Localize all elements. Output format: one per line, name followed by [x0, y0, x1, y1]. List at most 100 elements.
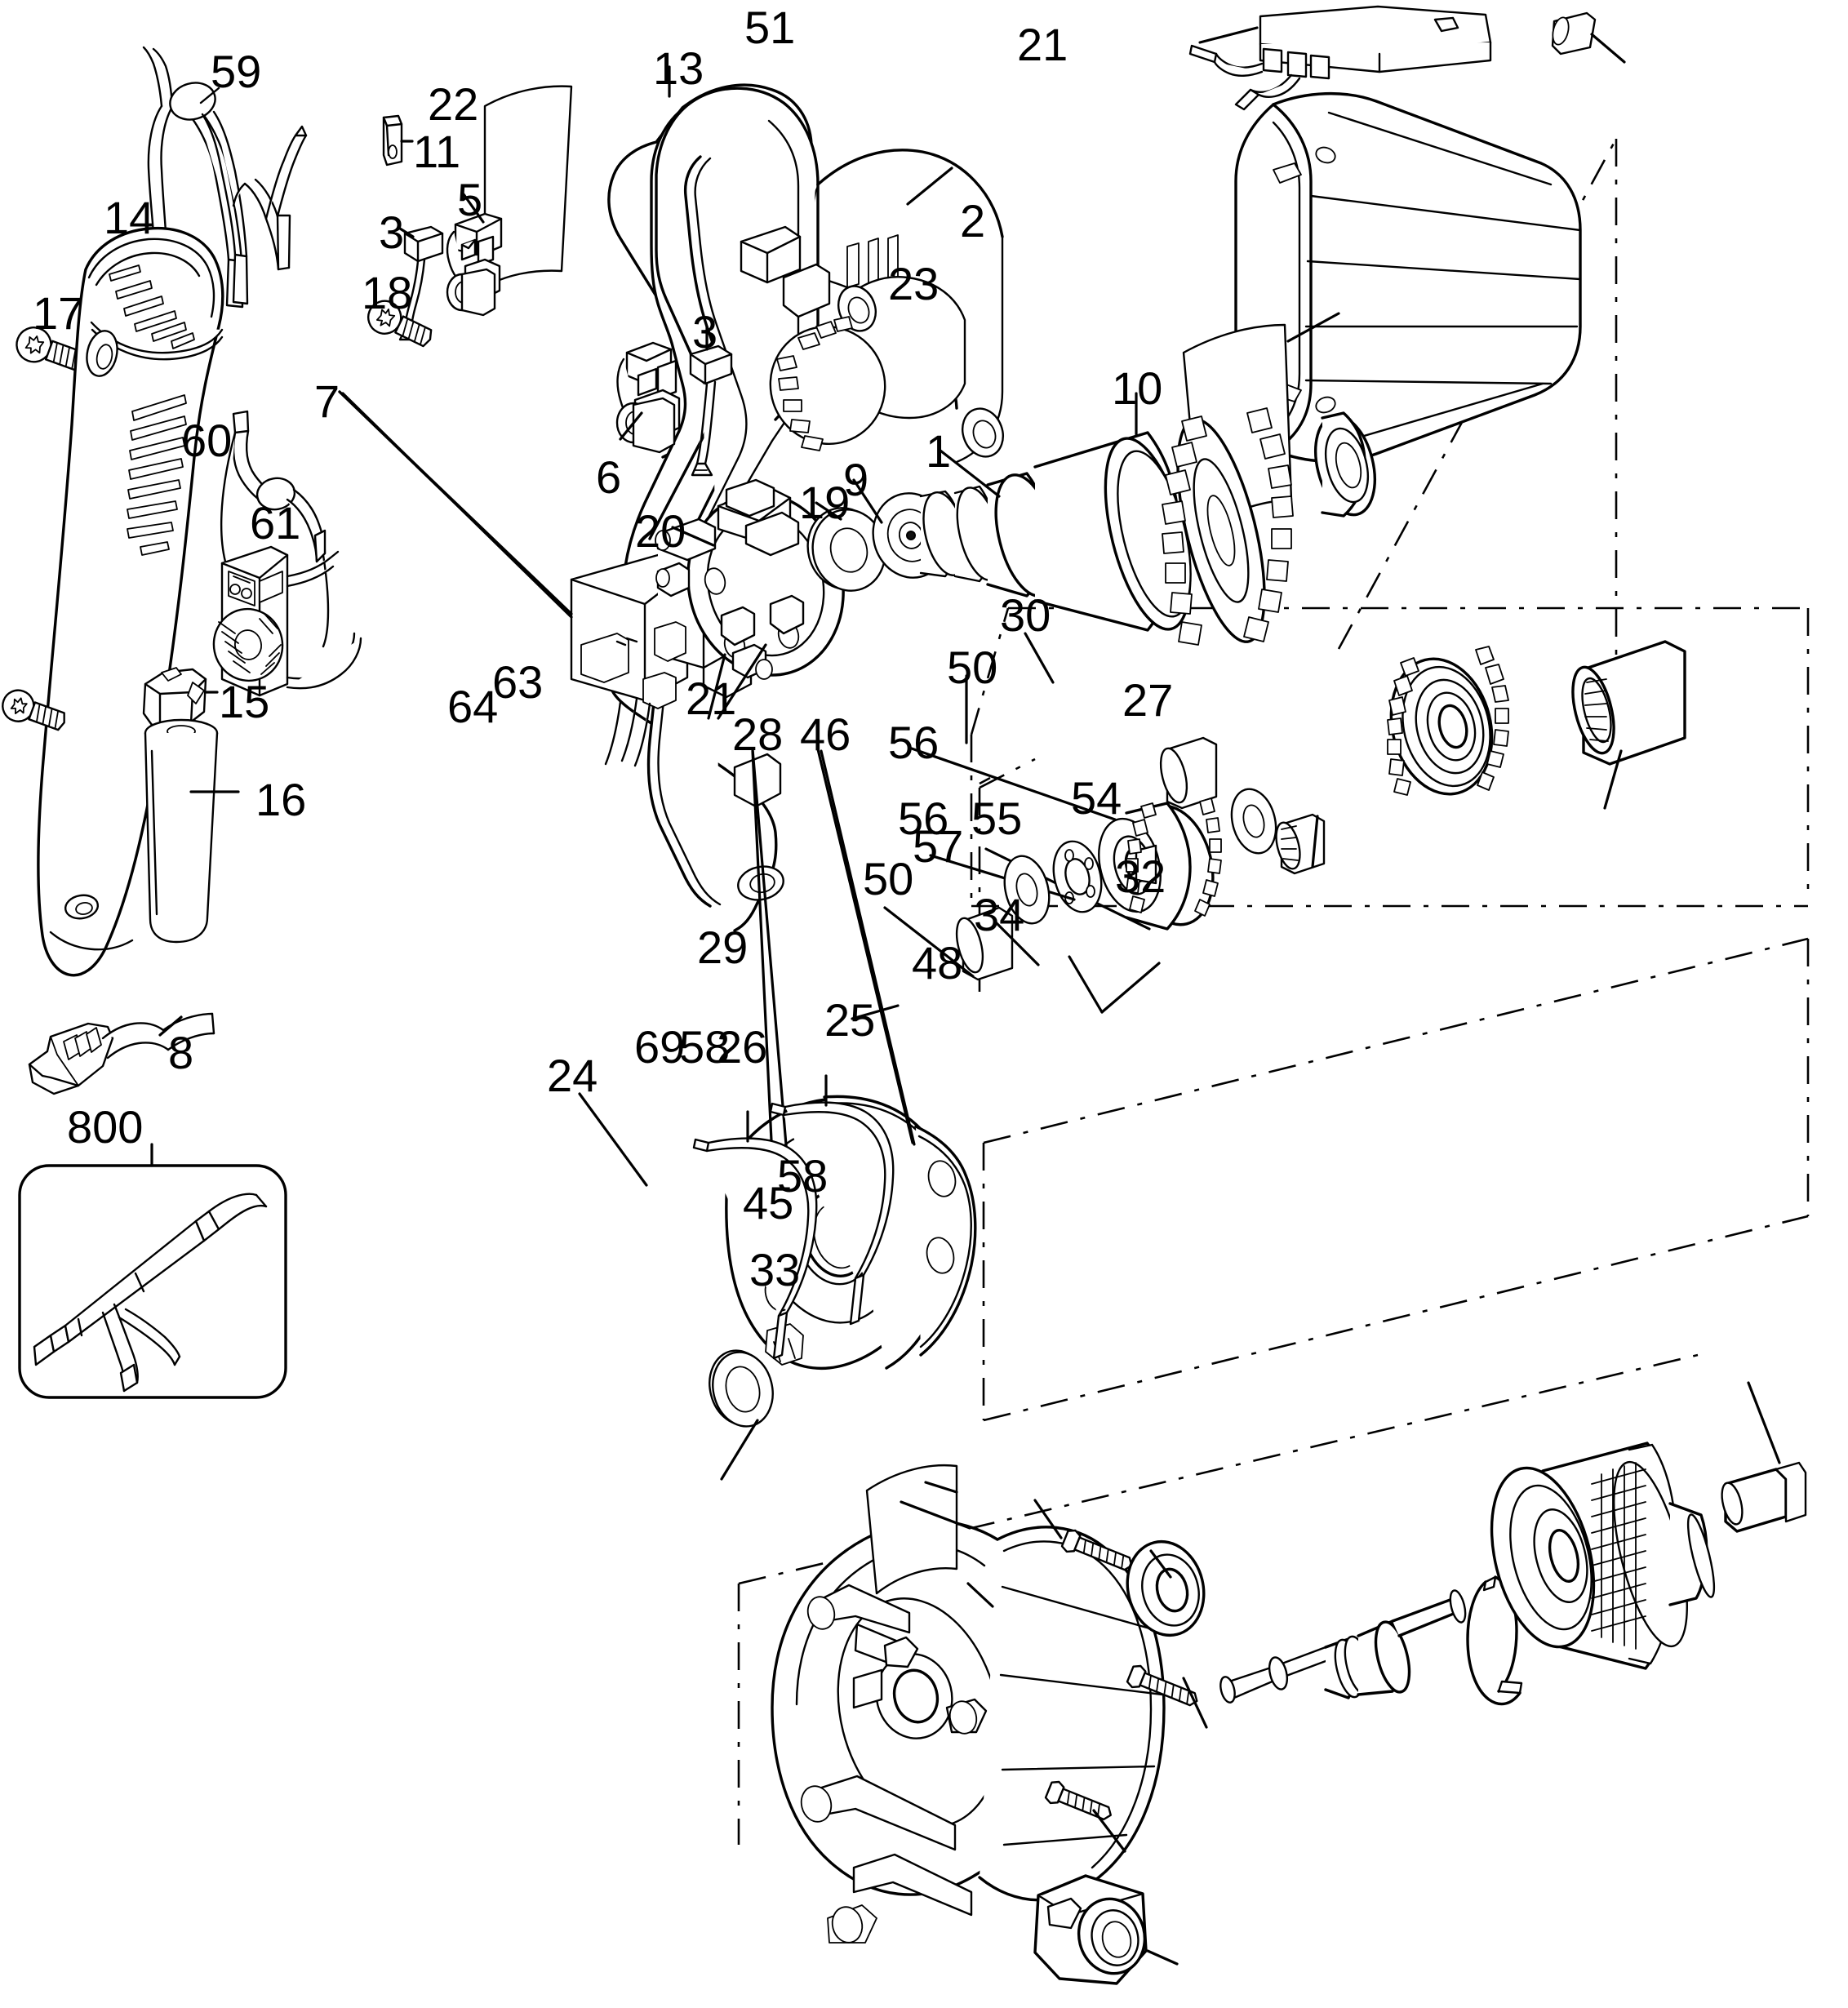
part-26-bearing-spindle [1126, 1539, 1206, 1637]
callout-9[interactable]: 9 [843, 454, 869, 505]
callout-3-right[interactable]: 3 [692, 306, 718, 358]
callout-22[interactable]: 22 [428, 78, 479, 130]
part-55-pinion-gear [984, 797, 1222, 931]
callout-19[interactable]: 19 [799, 477, 851, 528]
callout-18[interactable]: 18 [362, 267, 413, 318]
inset-box-800 [18, 1143, 287, 1399]
callout-3-left[interactable]: 3 [379, 207, 405, 258]
part-24-front-gear-case [578, 1092, 1166, 1944]
callout-63[interactable]: 63 [492, 656, 544, 708]
dashed-group-frontcase [737, 1353, 1699, 1845]
callout-34[interactable]: 34 [974, 889, 1025, 940]
callout-7[interactable]: 7 [314, 375, 340, 427]
part-6-brush-holder-right [615, 341, 681, 454]
part-58-screw-a [1033, 1499, 1133, 1571]
part-45-screw [1044, 1780, 1126, 1853]
callout-26[interactable]: 26 [717, 1021, 768, 1073]
part-51-brush-card [1188, 5, 1492, 111]
part-30-intermediate-gear [1024, 632, 1509, 796]
callout-56-a[interactable]: 56 [888, 717, 940, 768]
callout-69[interactable]: 69 [634, 1021, 686, 1073]
part-10-ball-bearing [1135, 392, 1376, 518]
part-33-depth-stop-clamp [1033, 1874, 1179, 1985]
callout-28[interactable]: 28 [732, 709, 784, 760]
part-11-terminal-pin [382, 114, 414, 167]
callout-45[interactable]: 45 [743, 1177, 794, 1228]
callout-5[interactable]: 5 [457, 174, 483, 225]
part-21-pin-top [1551, 11, 1626, 64]
callout-61[interactable]: 61 [250, 497, 301, 549]
callout-24[interactable]: 24 [547, 1050, 598, 1101]
callout-50-a[interactable]: 50 [947, 642, 998, 693]
leader-46 [816, 748, 914, 1144]
callout-30[interactable]: 30 [1000, 589, 1051, 641]
part-17-screw-lower [2, 689, 65, 731]
part-3-carbon-brush-right [689, 325, 733, 477]
callout-6[interactable]: 6 [596, 451, 622, 503]
callout-25[interactable]: 25 [824, 994, 876, 1046]
part-16-handle-bar [144, 718, 240, 944]
part-56-washer-a [908, 746, 1277, 855]
part-69-label [865, 1464, 958, 1595]
part-25-output-spindle [900, 1500, 1467, 1704]
callout-27[interactable]: 27 [1122, 674, 1174, 726]
leader-7 [341, 392, 573, 619]
callout-50-b[interactable]: 50 [863, 853, 914, 904]
part-34-keyless-chuck [994, 921, 1716, 1670]
callout-21-ring[interactable]: 21 [686, 673, 737, 724]
callout-46[interactable]: 46 [800, 709, 851, 760]
callout-10[interactable]: 10 [1112, 362, 1163, 414]
callout-64[interactable]: 64 [447, 681, 499, 732]
part-61-emi-filter [212, 545, 362, 697]
callout-13[interactable]: 13 [653, 42, 704, 94]
callout-51[interactable]: 51 [744, 2, 796, 53]
part-32-chuck-screw [1721, 1381, 1807, 1533]
callout-58-a[interactable]: 58 [679, 1021, 731, 1073]
callout-55[interactable]: 55 [971, 793, 1023, 844]
callout-29[interactable]: 29 [697, 922, 749, 973]
part-15-clamp [142, 667, 219, 726]
callout-54[interactable]: 54 [1071, 772, 1122, 824]
callout-11[interactable]: 11 [413, 126, 461, 177]
callout-59[interactable]: 59 [211, 46, 262, 97]
leader-9 [852, 478, 883, 524]
callout-15[interactable]: 15 [219, 676, 270, 727]
callout-58-b[interactable]: 58 [777, 1150, 828, 1202]
callout-21-top[interactable]: 21 [1017, 19, 1068, 70]
part-1-armature [872, 407, 1294, 646]
callout-20[interactable]: 20 [635, 505, 686, 557]
part-56-washer-b [1003, 855, 1051, 925]
callout-32[interactable]: 32 [1115, 851, 1166, 902]
part-8-power-cord [28, 1012, 215, 1095]
part-63-wire-lead [769, 1074, 895, 1326]
callout-48[interactable]: 48 [912, 937, 963, 988]
callout-56-b[interactable]: 56 [898, 793, 949, 844]
part-5-brush-holder [446, 193, 503, 317]
part-57-spider-washer [929, 840, 1103, 913]
callout-2[interactable]: 2 [960, 195, 986, 247]
callout-800[interactable]: 800 [67, 1101, 144, 1153]
callout-1[interactable]: 1 [926, 425, 952, 477]
callout-33[interactable]: 33 [749, 1244, 801, 1295]
part-54-needle-bearing-small [1275, 813, 1326, 875]
callout-23[interactable]: 23 [888, 258, 940, 309]
part-27-spindle-sleeve [1571, 640, 1686, 810]
spacer [851, 1004, 900, 1020]
part-50-needle-bearing-a [965, 674, 1218, 810]
part-18-screw [367, 300, 433, 348]
callout-16[interactable]: 16 [255, 774, 307, 825]
part-22-label-left [483, 85, 573, 289]
callout-60[interactable]: 60 [181, 415, 233, 466]
callout-17[interactable]: 17 [33, 287, 84, 339]
leader-28 [751, 748, 789, 1156]
part-58-screw-b [1126, 1664, 1208, 1729]
callout-14[interactable]: 14 [104, 192, 155, 243]
leaders-21-brushring [1068, 955, 1161, 1014]
callout-57[interactable]: 57 [913, 820, 964, 872]
part-14-handle-cover [37, 226, 224, 977]
part-60-wire-harness [220, 410, 330, 648]
part-20-brush-ring [655, 478, 845, 720]
callout-8[interactable]: 8 [168, 1027, 194, 1078]
